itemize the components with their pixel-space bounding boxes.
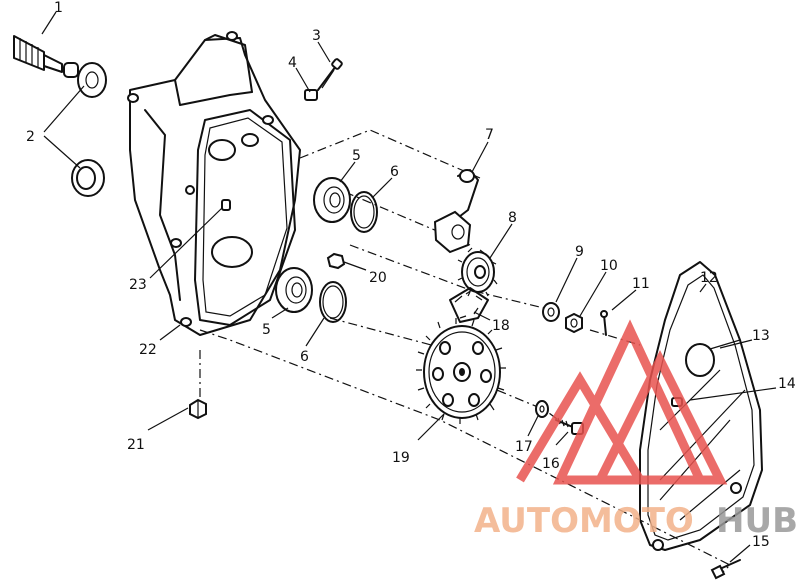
label-part-19: 19	[392, 450, 410, 466]
label-part-18: 18	[492, 318, 510, 334]
part-6-oring-upper	[350, 191, 378, 233]
part-labels: 1 2 3 4 5 6 7 8 9 10 11 12 13 14 15 16 1…	[26, 0, 796, 550]
label-part-23: 23	[129, 277, 147, 293]
part-8-sprocket-small	[457, 247, 498, 297]
part-3-bolt	[317, 58, 343, 91]
label-part-8: 8	[508, 210, 517, 226]
chaincase-housing	[127, 31, 301, 336]
label-part-6-lower: 6	[300, 349, 309, 365]
label-part-22: 22	[139, 342, 157, 358]
label-part-14: 14	[778, 376, 796, 392]
part-6-oring-lower	[319, 281, 347, 323]
part-4-nut	[304, 89, 318, 101]
part-5-bearing-lower	[275, 267, 313, 313]
part-5-bearing-upper	[313, 177, 351, 223]
label-part-5-lower: 5	[262, 322, 271, 338]
label-part-11: 11	[632, 276, 650, 292]
label-part-12: 12	[700, 270, 718, 286]
label-part-3: 3	[312, 28, 321, 44]
label-part-5-upper: 5	[352, 148, 361, 164]
part-10-nut	[565, 312, 583, 334]
watermark-text-automoto: AUTOMOTO	[474, 501, 694, 541]
label-part-7: 7	[485, 127, 494, 143]
label-part-20: 20	[369, 270, 387, 286]
part-17-washer	[535, 400, 549, 418]
part-21-plug	[189, 398, 207, 420]
part-19-sprocket-large	[416, 318, 506, 424]
leader-lines	[41, 11, 777, 563]
label-part-15: 15	[752, 534, 770, 550]
part-18-chain	[449, 287, 489, 323]
label-part-16: 16	[542, 456, 560, 472]
part-7-tensioner	[433, 169, 479, 254]
label-part-4: 4	[288, 55, 297, 71]
watermark-logo: AUTOMOTO HUB	[474, 319, 798, 541]
label-part-13: 13	[752, 328, 770, 344]
part-1-shaft	[13, 35, 107, 98]
part-11-pin	[600, 310, 608, 336]
part-20-nut	[326, 252, 346, 270]
label-part-10: 10	[600, 258, 618, 274]
label-part-9: 9	[575, 244, 584, 260]
part-9-washer	[542, 302, 560, 322]
label-part-6-upper: 6	[390, 164, 399, 180]
label-part-1: 1	[54, 0, 63, 16]
label-part-2: 2	[26, 129, 35, 145]
label-part-17: 17	[515, 439, 533, 455]
watermark-text-hub: HUB	[716, 501, 798, 541]
part-15-screw	[710, 559, 741, 580]
label-part-21: 21	[127, 437, 145, 453]
part-2-seal	[71, 159, 105, 197]
